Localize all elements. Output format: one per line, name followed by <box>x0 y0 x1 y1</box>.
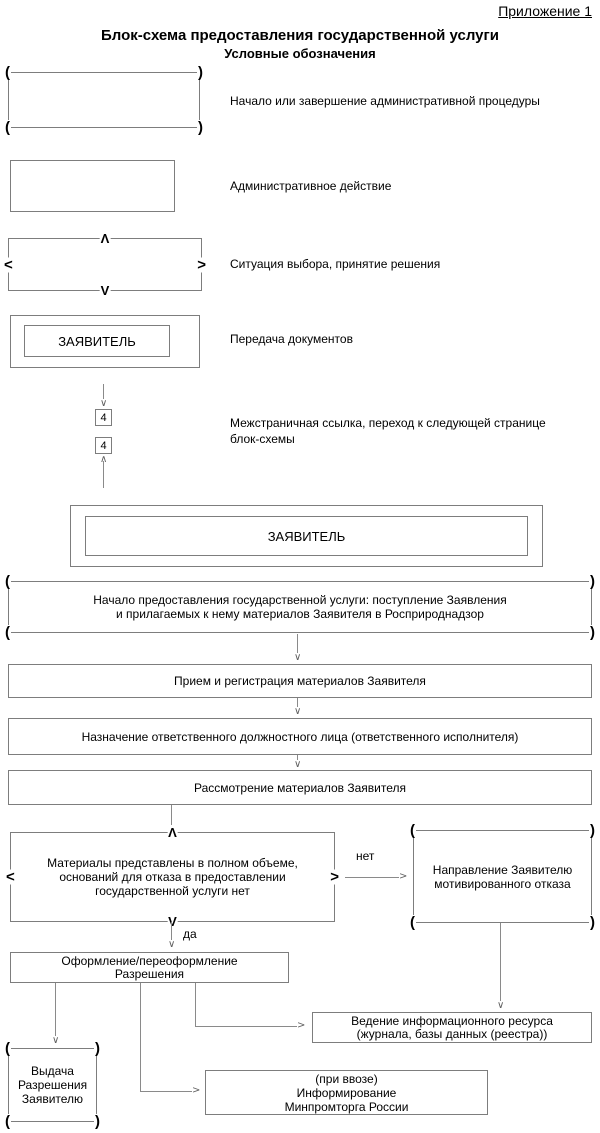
arrow-right-icon: > <box>192 1085 201 1096</box>
flow-inform-text: (при ввозе) Информирование Минпромторга … <box>284 1071 409 1114</box>
flow-review-box: Рассмотрение материалов Заявителя <box>8 770 592 805</box>
caret-up-glyph: Λ <box>99 231 111 246</box>
flow-applicant-outer-box: ЗАЯВИТЕЛЬ <box>70 505 543 567</box>
pageref-number: 4 <box>100 439 107 452</box>
legend-terminator-label: Начало или завершение административной п… <box>230 94 540 108</box>
legend-pageref-line-up <box>103 461 104 488</box>
legend-pageref-box-1: 4 <box>95 409 112 426</box>
legend-pageref-box-2: 4 <box>95 437 112 454</box>
arrow-down-icon: ∨ <box>294 706 302 717</box>
paren-glyph: ( <box>4 624 11 641</box>
arrow-down-icon: ∨ <box>100 398 108 409</box>
legend-transfer-text: ЗАЯВИТЕЛЬ <box>58 333 136 349</box>
flow-applicant-text: ЗАЯВИТЕЛЬ <box>267 528 346 544</box>
flow-registry-box: Ведение информационного ресурса (журнала… <box>312 1012 592 1043</box>
legend-transfer-label: Передача документов <box>230 332 353 346</box>
flow-assign-text: Назначение ответственного должностного л… <box>81 729 519 744</box>
connector-line <box>140 983 141 1092</box>
flow-permit-text: Оформление/переоформление Разрешения <box>61 953 238 981</box>
flow-receive-text: Прием и регистрация материалов Заявителя <box>174 674 426 688</box>
paren-glyph: ) <box>589 822 596 839</box>
flow-inform-box: (при ввозе) Информирование Минпромторга … <box>205 1070 488 1115</box>
paren-glyph: ( <box>409 914 416 931</box>
paren-glyph: ) <box>589 914 596 931</box>
legend-decision-label: Ситуация выбора, принятие решения <box>230 257 441 271</box>
flow-start-terminator: ( ) ( ) Начало предоставления государств… <box>4 574 596 640</box>
arrow-down-icon: ∨ <box>52 1035 60 1046</box>
connector-line <box>195 983 196 1026</box>
legend-decision-shape: Λ V < > <box>3 231 207 298</box>
angle-right-glyph: > <box>329 868 340 886</box>
flow-issue-terminator: ( ) ( ) Выдача Разрешения Заявителю <box>4 1041 101 1129</box>
flow-permit-box: Оформление/переоформление Разрешения <box>10 952 289 983</box>
angle-left-glyph: < <box>5 868 16 886</box>
flow-assign-box: Назначение ответственного должностного л… <box>8 718 592 755</box>
angle-left-glyph: < <box>3 256 14 273</box>
legend-action-shape <box>10 160 175 212</box>
connector-line <box>195 1026 303 1027</box>
paren-glyph: ( <box>4 1113 11 1130</box>
flow-issue-text: Выдача Разрешения Заявителю <box>17 1064 88 1106</box>
legend-transfer-shape: ЗАЯВИТЕЛЬ <box>10 315 200 368</box>
paren-glyph: ( <box>4 64 11 81</box>
legend-pageref-label: Межстраничная ссылка, переход к следующе… <box>230 416 546 446</box>
legend-action-label: Административное действие <box>230 179 392 193</box>
paren-glyph: ) <box>197 119 204 136</box>
connector-line <box>297 698 298 713</box>
page-title: Блок-схема предоставления государственно… <box>101 27 499 44</box>
connector-line <box>55 983 56 1041</box>
flow-start-text: Начало предоставления государственной ус… <box>93 593 507 621</box>
paren-glyph: ( <box>4 119 11 136</box>
paren-glyph: ) <box>197 64 204 81</box>
arrow-right-icon: > <box>297 1020 306 1031</box>
connector-line <box>171 805 172 827</box>
arrow-right-icon: > <box>399 871 408 882</box>
flow-applicant-box: ЗАЯВИТЕЛЬ <box>85 516 528 556</box>
paren-glyph: ( <box>409 822 416 839</box>
arrow-down-icon: ∨ <box>294 652 302 663</box>
flow-refusal-text: Направление Заявителю мотивированного от… <box>432 862 573 891</box>
arrow-down-icon: ∨ <box>497 1000 505 1011</box>
legend-transfer-inner-box: ЗАЯВИТЕЛЬ <box>24 325 170 357</box>
flow-receive-box: Прием и регистрация материалов Заявителя <box>8 664 592 698</box>
arrow-down-icon: ∨ <box>294 759 302 770</box>
flow-refusal-terminator: ( ) ( ) Направление Заявителю мотивирова… <box>409 823 596 930</box>
pageref-number: 4 <box>100 411 107 424</box>
caret-up-glyph: Λ <box>167 825 178 840</box>
connector-line <box>500 923 501 1007</box>
paren-glyph: ( <box>4 1040 11 1057</box>
legend-heading: Условные обозначения <box>224 46 376 61</box>
legend-terminator-shape: ( ) ( ) <box>4 65 204 135</box>
arrow-up-icon: ∧ <box>100 454 108 465</box>
paren-glyph: ) <box>94 1113 101 1130</box>
flow-review-text: Рассмотрение материалов Заявителя <box>193 780 407 795</box>
no-branch-label: нет <box>356 849 375 863</box>
caret-down-glyph: V <box>99 283 111 298</box>
legend-pageref-line-down <box>103 384 104 406</box>
yes-branch-label: да <box>183 927 197 941</box>
caret-down-glyph: V <box>167 914 178 929</box>
paren-glyph: ) <box>94 1040 101 1057</box>
connector-line <box>171 922 172 948</box>
paren-glyph: ) <box>589 573 596 590</box>
connector-line <box>345 877 405 878</box>
flow-decision-box: Λ V < > Материалы представлены в полном … <box>5 825 340 929</box>
annex-label: Приложение 1 <box>498 3 592 19</box>
flow-registry-text: Ведение информационного ресурса (журнала… <box>351 1013 553 1041</box>
connector-line <box>297 634 298 659</box>
angle-right-glyph: > <box>196 256 207 273</box>
connector-line <box>140 1091 198 1092</box>
paren-glyph: ) <box>589 624 596 641</box>
flow-decision-text: Материалы представлены в полном объеме, … <box>47 856 298 898</box>
paren-glyph: ( <box>4 573 11 590</box>
arrow-down-icon: ∨ <box>168 939 176 950</box>
